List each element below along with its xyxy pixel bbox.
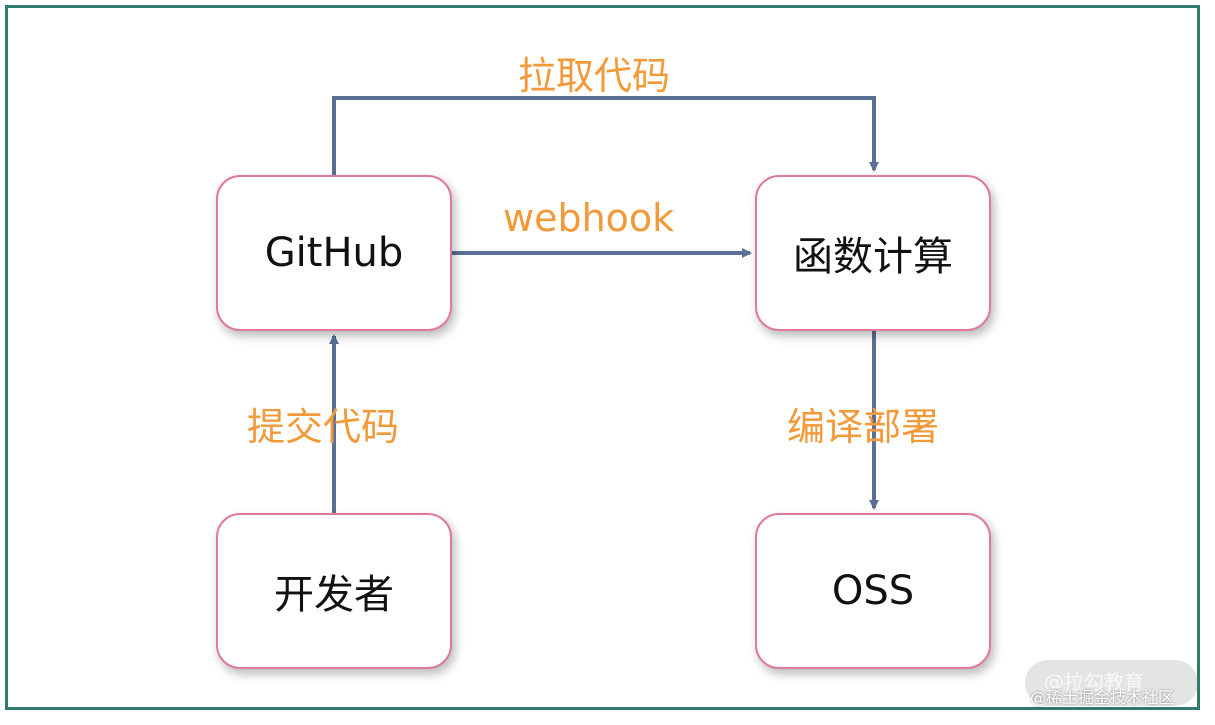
- edge-label-build-deploy: 编译部署: [787, 405, 940, 449]
- watermark-line2: @稀土掘金技术社区: [1030, 688, 1175, 707]
- edge-pull-code: [332, 96, 879, 175]
- node-github: GitHub: [216, 175, 452, 331]
- node-developer-label: 开发者: [274, 572, 394, 618]
- node-developer: 开发者: [216, 513, 452, 669]
- watermark-badge: [1025, 660, 1198, 706]
- node-oss-label: OSS: [831, 568, 915, 614]
- edge-label-webhook: webhook: [503, 196, 675, 240]
- node-oss: OSS: [755, 513, 991, 669]
- edge-label-pull-code: 拉取代码: [518, 54, 671, 98]
- watermark-line1: @拉勾教育: [1044, 670, 1144, 694]
- node-function-compute-label: 函数计算: [793, 234, 953, 280]
- edge-label-commit-code: 提交代码: [247, 405, 400, 449]
- node-function-compute: 函数计算: [755, 175, 991, 331]
- node-github-label: GitHub: [264, 230, 404, 276]
- diagram-frame: [5, 5, 1200, 710]
